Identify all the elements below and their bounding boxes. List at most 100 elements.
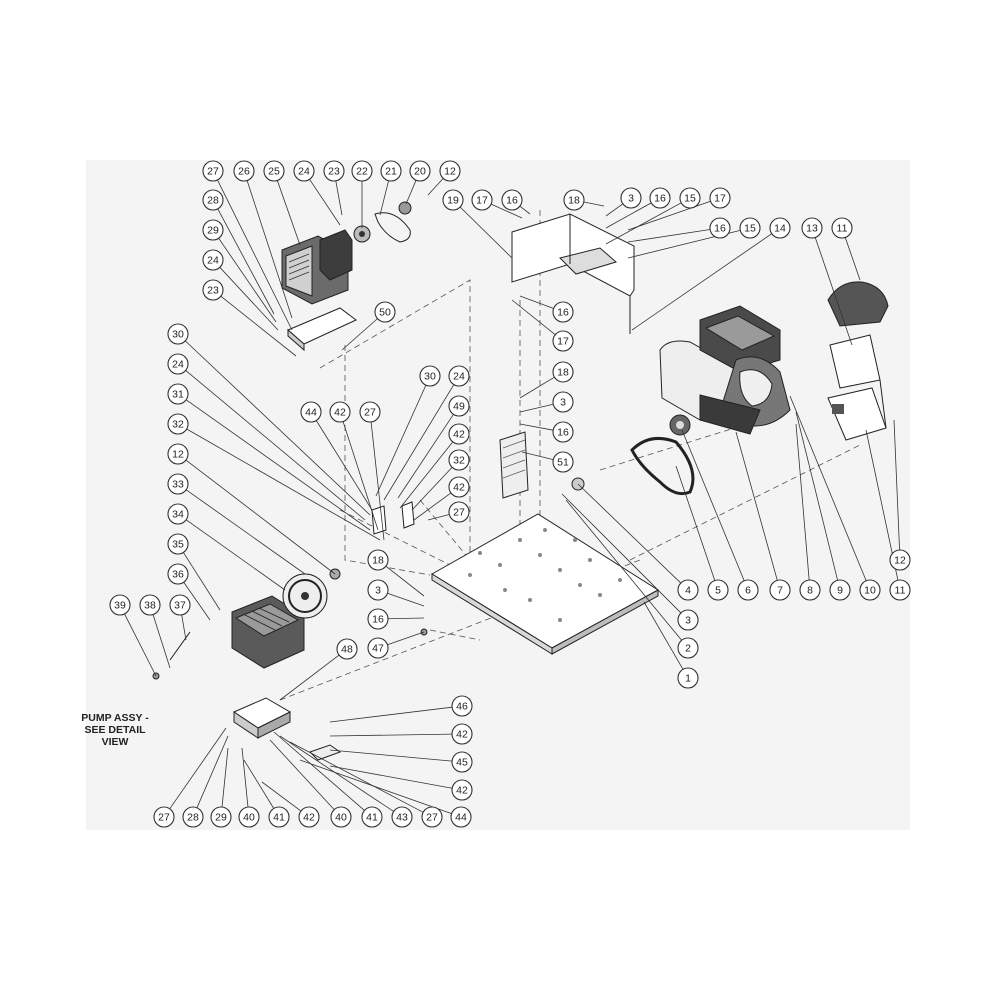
callout-number: 35 bbox=[172, 539, 184, 551]
leader-line-c-16-a bbox=[519, 205, 531, 215]
leader-line-c-16-c bbox=[627, 229, 711, 243]
callout-c-11-bottom: 11 bbox=[889, 579, 911, 601]
leader-line-c-42-a bbox=[342, 421, 379, 531]
callout-number: 12 bbox=[172, 449, 184, 461]
callout-number: 32 bbox=[172, 419, 184, 431]
callout-c-41-a: 41 bbox=[268, 806, 290, 828]
leader-line-c-27-bl bbox=[169, 727, 227, 810]
small-brackets bbox=[371, 477, 585, 636]
leader-line-c-32-b bbox=[411, 467, 453, 511]
callout-c-42-b: 42 bbox=[448, 423, 470, 445]
leader-line-c-3-c bbox=[387, 592, 425, 607]
callout-number: 28 bbox=[187, 812, 199, 824]
callout-number: 42 bbox=[303, 812, 315, 824]
callout-number: 12 bbox=[444, 166, 456, 178]
callout-circle bbox=[298, 806, 320, 828]
callout-circle bbox=[620, 187, 642, 209]
leader-line-c-3-d bbox=[561, 493, 682, 614]
leader-line-c-33 bbox=[185, 489, 306, 575]
callout-c-51: 51 bbox=[552, 451, 574, 473]
leader-line-c-27-mid bbox=[370, 421, 385, 541]
callout-circle bbox=[367, 579, 389, 601]
callout-number: 44 bbox=[455, 812, 467, 824]
callout-circle bbox=[167, 413, 189, 435]
callout-number: 27 bbox=[426, 812, 438, 824]
callout-circle bbox=[889, 579, 911, 601]
callout-c-14: 14 bbox=[769, 217, 791, 239]
callout-circle bbox=[448, 501, 470, 523]
leader-line-c-23-top bbox=[335, 180, 343, 216]
callout-c-12-right: 12 bbox=[889, 549, 911, 571]
leader-line-c-42-d bbox=[329, 733, 453, 737]
callout-number: 24 bbox=[172, 359, 184, 371]
leader-line-c-26 bbox=[246, 180, 293, 319]
callout-number: 42 bbox=[456, 729, 468, 741]
leader-lines bbox=[124, 178, 900, 815]
callout-circle bbox=[677, 667, 699, 689]
leader-line-c-34 bbox=[185, 519, 286, 591]
leader-line-c-16-d bbox=[519, 295, 554, 309]
callout-circle bbox=[293, 160, 315, 182]
callout-circle bbox=[552, 421, 574, 443]
callout-c-3-b: 3 bbox=[552, 391, 574, 413]
callout-circle bbox=[367, 608, 389, 630]
callout-circle bbox=[210, 806, 232, 828]
callout-c-39: 39 bbox=[109, 594, 131, 616]
callout-circle bbox=[448, 449, 470, 471]
callout-number: 12 bbox=[894, 555, 906, 567]
callout-circle bbox=[167, 383, 189, 405]
leader-line-c-49 bbox=[397, 414, 454, 499]
leader-line-c-23-left bbox=[220, 295, 297, 357]
callout-c-40-b: 40 bbox=[330, 806, 352, 828]
leader-line-c-10 bbox=[789, 395, 867, 581]
callout-circle bbox=[167, 443, 189, 465]
callout-circle bbox=[268, 806, 290, 828]
callout-circle bbox=[330, 806, 352, 828]
leader-line-c-7 bbox=[735, 431, 778, 581]
callout-c-44-a: 44 bbox=[300, 401, 322, 423]
leader-line-c-36 bbox=[183, 581, 211, 621]
callout-c-6: 6 bbox=[737, 579, 759, 601]
callout-circle bbox=[391, 806, 413, 828]
callout-c-24-top: 24 bbox=[293, 160, 315, 182]
callout-c-27-br: 27 bbox=[421, 806, 443, 828]
callout-c-27-top: 27 bbox=[202, 160, 224, 182]
pump-assy-note-line-3: VIEW bbox=[101, 736, 129, 748]
callout-circle bbox=[450, 806, 472, 828]
leader-line-c-24-c bbox=[383, 384, 455, 501]
callout-circle bbox=[831, 217, 853, 239]
callout-c-18-c: 18 bbox=[367, 549, 389, 571]
leader-line-c-32-a bbox=[186, 428, 381, 541]
callout-number: 49 bbox=[453, 401, 465, 413]
callout-c-3-a: 3 bbox=[620, 187, 642, 209]
callout-number: 13 bbox=[806, 223, 818, 235]
callout-c-12-mid: 12 bbox=[167, 443, 189, 465]
callout-circle bbox=[336, 638, 358, 660]
leader-line-c-40-b bbox=[269, 739, 335, 810]
leader-line-c-16-b bbox=[605, 202, 652, 229]
leader-line-c-51 bbox=[521, 451, 554, 461]
leader-line-c-28-top bbox=[217, 208, 275, 315]
callout-number: 17 bbox=[557, 336, 569, 348]
callout-circle bbox=[709, 187, 731, 209]
callout-circle bbox=[409, 160, 431, 182]
callout-c-16-d: 16 bbox=[552, 301, 574, 323]
callout-c-19: 19 bbox=[442, 189, 464, 211]
leader-line-c-19 bbox=[459, 206, 513, 259]
leader-line-c-6 bbox=[681, 429, 745, 581]
callout-c-29-top: 29 bbox=[202, 219, 224, 241]
leader-line-c-17-c bbox=[511, 299, 556, 336]
callout-circle bbox=[374, 301, 396, 323]
callout-circle bbox=[439, 160, 461, 182]
callout-circle bbox=[501, 189, 523, 211]
callout-number: 3 bbox=[685, 615, 691, 627]
callout-c-17-b: 17 bbox=[709, 187, 731, 209]
leader-line-c-18-b bbox=[519, 376, 555, 399]
callout-c-27-mid: 27 bbox=[359, 401, 381, 423]
callout-circle bbox=[167, 353, 189, 375]
callout-c-24-b: 24 bbox=[167, 353, 189, 375]
callout-circle bbox=[202, 249, 224, 271]
callout-number: 38 bbox=[144, 600, 156, 612]
leader-line-c-27-c bbox=[427, 514, 450, 521]
callout-number: 4 bbox=[685, 585, 691, 597]
